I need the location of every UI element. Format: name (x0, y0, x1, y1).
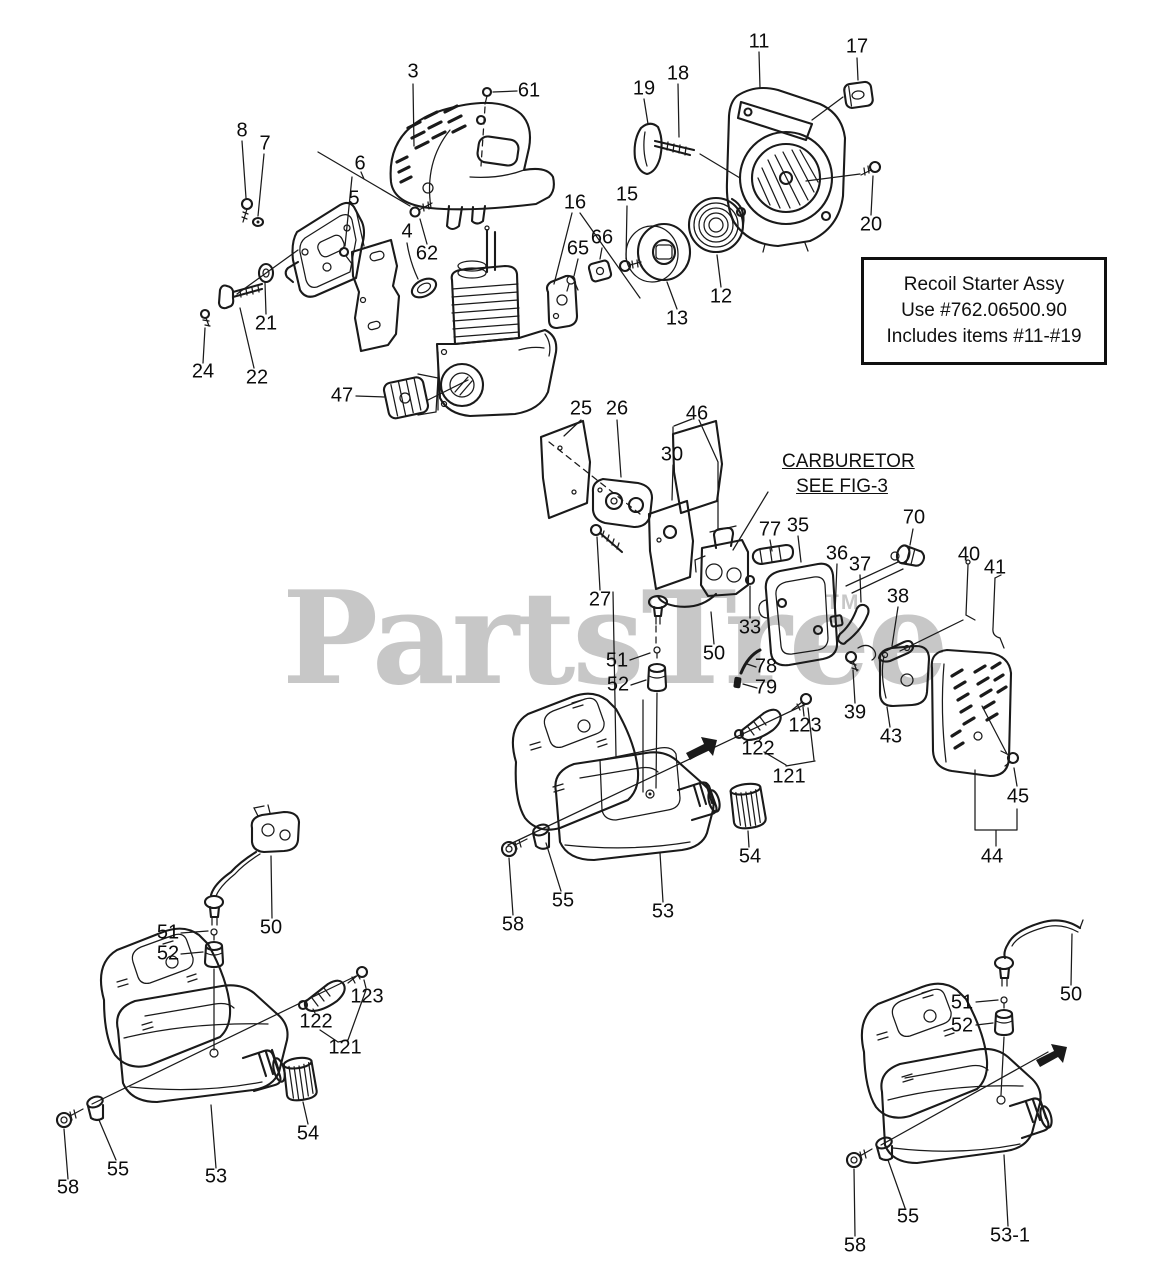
part-callout-51-54: 51 (156, 921, 180, 944)
part-callout-58-62: 58 (56, 1176, 80, 1199)
part-callout-44-48: 44 (980, 845, 1004, 868)
right-fuel-tank-drawing (845, 919, 1084, 1237)
part-callout-61-5: 61 (517, 79, 541, 102)
part-callout-27-27: 27 (588, 588, 612, 611)
part-callout-17-15: 17 (845, 35, 869, 58)
part-callout-52-38: 52 (606, 673, 630, 696)
part-callout-22-10: 22 (245, 366, 269, 389)
part-callout-50-39: 50 (702, 642, 726, 665)
middle-fuel-tank-drawing (500, 692, 816, 916)
part-callout-4-6: 4 (401, 220, 413, 243)
part-callout-52-55: 52 (156, 942, 180, 965)
part-callout-20-16: 20 (859, 213, 883, 236)
part-callout-53-60: 53 (204, 1165, 228, 1188)
insulator-47-drawing (355, 373, 469, 420)
recoil-starter-drawing (545, 51, 882, 330)
part-callout-6-2: 6 (354, 152, 366, 175)
carburetor-group-drawing (539, 418, 1020, 847)
part-callout-21-9: 21 (254, 312, 278, 335)
part-callout-30-25: 30 (660, 443, 684, 466)
part-callout-55-61: 55 (106, 1158, 130, 1181)
part-callout-78-40: 78 (754, 655, 778, 678)
carburetor-note-line-2: SEE FIG-3 (796, 476, 888, 497)
part-callout-47-11: 47 (330, 384, 354, 407)
part-callout-11-14: 11 (748, 30, 770, 53)
part-callout-77-28: 77 (758, 518, 782, 541)
part-callout-45-47: 45 (1006, 785, 1030, 808)
part-callout-65-21: 65 (566, 237, 590, 260)
part-callout-122-44: 122 (741, 737, 775, 760)
part-callout-55-66: 55 (896, 1205, 920, 1228)
recoil-starter-note-box: Recoil Starter Assy Use #762.06500.90 In… (861, 257, 1107, 365)
part-callout-12-17: 12 (709, 285, 733, 308)
recoil-note-line-2: Use #762.06500.90 (901, 300, 1067, 321)
part-callout-16-20: 16 (563, 191, 587, 214)
recoil-note-line-3: Includes items #11-#19 (886, 326, 1082, 347)
part-callout-123-56: 123 (350, 985, 384, 1008)
part-callout-46-26: 46 (685, 402, 709, 425)
part-callout-51-37: 51 (605, 649, 629, 672)
recoil-note-line-1: Recoil Starter Assy (903, 274, 1065, 295)
part-callout-40-34: 40 (957, 543, 981, 566)
part-callout-122-57: 122 (299, 1010, 333, 1033)
part-callout-123-45: 123 (788, 714, 822, 737)
part-callout-55-51: 55 (551, 889, 575, 912)
part-callout-58-67: 58 (843, 1234, 867, 1257)
part-callout-52-65: 52 (950, 1014, 974, 1037)
part-callout-121-46: 121 (772, 765, 806, 788)
part-callout-37-31: 37 (848, 553, 872, 576)
part-callout-26-24: 26 (605, 397, 629, 420)
part-callout-66-22: 66 (590, 226, 614, 249)
part-callout-53-1-68: 53-1 (989, 1224, 1031, 1247)
part-callout-50-63: 50 (1059, 983, 1083, 1006)
part-callout-38-32: 38 (886, 585, 910, 608)
engine-cover-drawing (389, 83, 555, 231)
part-callout-13-18: 13 (665, 307, 689, 330)
part-callout-50-53: 50 (259, 916, 283, 939)
muffler-drawing (199, 140, 438, 369)
part-callout-54-49: 54 (738, 845, 762, 868)
part-callout-3-4: 3 (407, 60, 419, 83)
part-callout-7-1: 7 (259, 132, 271, 155)
part-callout-25-23: 25 (569, 397, 593, 420)
part-callout-8-0: 8 (236, 119, 248, 142)
part-callout-24-8: 24 (191, 360, 215, 383)
part-callout-36-30: 36 (825, 542, 849, 565)
part-callout-54-59: 54 (296, 1122, 320, 1145)
part-callout-33-36: 33 (738, 616, 762, 639)
part-callout-121-58: 121 (328, 1036, 362, 1059)
part-callout-58-52: 58 (501, 913, 525, 936)
part-callout-18-13: 18 (666, 62, 690, 85)
cylinder-drawing (435, 225, 558, 418)
part-callout-53-50: 53 (651, 900, 675, 923)
part-callout-70-33: 70 (902, 506, 926, 529)
part-callout-43-43: 43 (879, 725, 903, 748)
left-fuel-tank-drawing (55, 804, 369, 1180)
part-callout-62-7: 62 (415, 242, 439, 265)
part-callout-15-19: 15 (615, 183, 639, 206)
carburetor-note: CARBURETOR SEE FIG-3 (782, 449, 915, 499)
part-callout-79-41: 79 (754, 676, 778, 699)
part-callout-19-12: 19 (632, 77, 656, 100)
part-callout-51-64: 51 (950, 991, 974, 1014)
part-callout-35-29: 35 (786, 514, 810, 537)
part-callout-5-3: 5 (348, 187, 360, 210)
carburetor-note-line-1: CARBURETOR (782, 451, 915, 472)
part-callout-39-42: 39 (843, 701, 867, 724)
part-callout-41-35: 41 (983, 556, 1007, 579)
